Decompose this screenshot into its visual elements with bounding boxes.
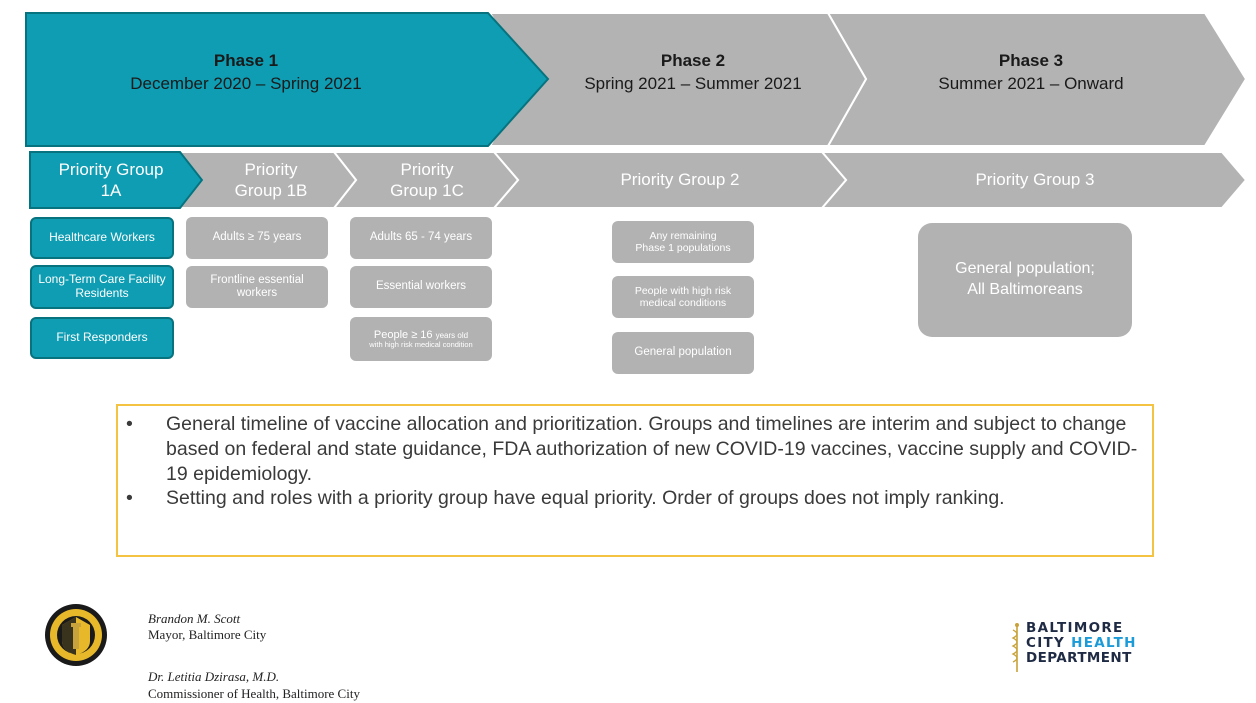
group-1c-condition-sub: with high risk medical condition: [369, 339, 473, 349]
group-1c-item-condition: People ≥ 16 years old with high risk med…: [350, 317, 492, 361]
priority-group-1c-line2: Group 1C: [390, 181, 464, 200]
priority-group-3-label: Priority Group 3: [850, 152, 1220, 208]
group-3-line1: General population;: [955, 260, 1095, 278]
phase-1-label: Phase 1 December 2020 – Spring 2021: [26, 0, 466, 146]
group-1a-item: First Responders: [30, 317, 174, 359]
group-2-item: People with high risk medical conditions: [612, 276, 754, 318]
priority-group-2-label: Priority Group 2: [520, 152, 840, 208]
note-item: • General timeline of vaccine allocation …: [118, 412, 1152, 486]
priority-group-1c-label: Priority Group 1C: [352, 152, 502, 208]
phase-2-label: Phase 2 Spring 2021 – Summer 2021: [528, 0, 858, 146]
logo-city: CITY: [1026, 635, 1066, 651]
notes-box: • General timeline of vaccine allocation …: [116, 404, 1154, 557]
priority-group-1b-line1: Priority: [244, 159, 298, 179]
logo-line-3: DEPARTMENT: [1026, 650, 1132, 666]
phase-2-dates: Spring 2021 – Summer 2021: [584, 74, 802, 93]
priority-group-1a-label: Priority Group 1A: [36, 152, 186, 208]
phase-1-dates: December 2020 – Spring 2021: [130, 74, 362, 93]
bullet-icon: •: [126, 413, 133, 435]
phase-2-title: Phase 2: [660, 51, 726, 71]
group-3-item: General population; All Baltimoreans: [918, 223, 1132, 337]
commissioner-name: Dr. Letitia Dzirasa, M.D.: [148, 669, 280, 684]
group-1c-item: Adults 65 - 74 years: [350, 217, 492, 259]
note-text: General timeline of vaccine allocation a…: [166, 413, 1138, 485]
group-1b-item: Adults ≥ 75 years: [186, 217, 328, 259]
group-2-item: Any remaining Phase 1 populations: [612, 221, 754, 263]
bullet-icon: •: [126, 487, 133, 510]
group-2-item: General population: [612, 332, 754, 374]
group-1a-item: Healthcare Workers: [30, 217, 174, 259]
mayor-title: Mayor, Baltimore City: [148, 627, 267, 642]
group-1c-condition-years: years old: [435, 330, 469, 340]
logo-line-1: BALTIMORE: [1026, 620, 1124, 636]
commissioner-title: Commissioner of Health, Baltimore City: [148, 686, 360, 701]
priority-group-1a-line1: Priority Group: [58, 159, 164, 179]
city-seal-icon: [45, 604, 107, 666]
notes-list: • General timeline of vaccine allocation …: [118, 412, 1152, 511]
group-3-line2: All Baltimoreans: [967, 281, 1083, 298]
priority-group-1c-line1: Priority: [400, 159, 454, 179]
phase-3-label: Phase 3 Summer 2021 – Onward: [866, 0, 1196, 146]
note-text: Setting and roles with a priority group …: [166, 487, 1005, 510]
logo-health: HEALTH: [1071, 635, 1137, 651]
health-department-logo: BALTIMORE CITY HEALTH DEPARTMENT: [1010, 620, 1210, 680]
group-1b-item: Frontline essential workers: [186, 266, 328, 308]
group-1c-condition-main: People ≥ 16: [373, 328, 433, 341]
phase-3-title: Phase 3: [998, 51, 1064, 71]
group-1a-item: Long-Term Care Facility Residents: [30, 265, 174, 309]
priority-group-1a-line2: 1A: [100, 181, 122, 200]
logo-line-2: CITY HEALTH: [1026, 635, 1137, 651]
mayor-name: Brandon M. Scott: [148, 611, 241, 626]
priority-group-2-line1: Priority Group 2: [620, 170, 740, 190]
group-1c-item: Essential workers: [350, 266, 492, 308]
priority-group-3-line1: Priority Group 3: [975, 170, 1095, 190]
phase-1-title: Phase 1: [213, 51, 279, 71]
caduceus-icon: [1011, 623, 1019, 672]
phase-3-dates: Summer 2021 – Onward: [938, 74, 1124, 93]
priority-group-1b-line2: Group 1B: [234, 181, 308, 200]
note-item: • Setting and roles with a priority group…: [118, 486, 1152, 511]
priority-group-1b-label: Priority Group 1B: [196, 152, 346, 208]
priority-group-1a-chevron: [29, 151, 204, 209]
timeline-arrows: [25, 12, 1248, 209]
phase-1-arrow: [25, 12, 550, 147]
